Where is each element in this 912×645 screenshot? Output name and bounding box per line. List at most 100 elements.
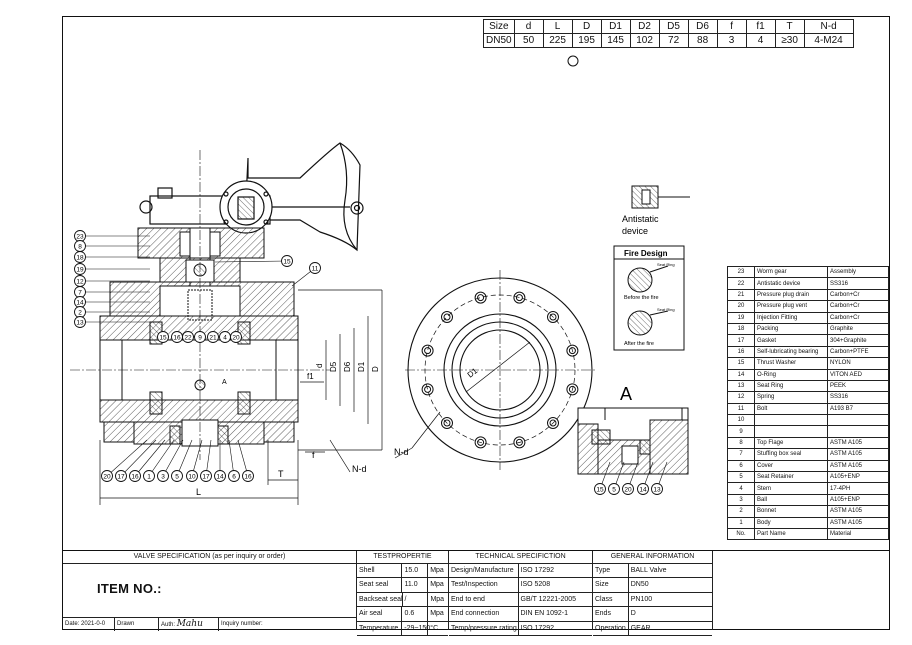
callout-balloon: 13 (74, 316, 150, 328)
callout-balloon: 18 (74, 251, 150, 263)
bolt-hole-inner (443, 419, 451, 427)
balloon-number: 5 (175, 473, 179, 480)
balloon-circle (608, 483, 620, 495)
callout-balloon: 13 (651, 461, 668, 495)
balloon-circle (157, 331, 169, 343)
callout-balloon: 16 (237, 439, 254, 482)
test-unit: Mpa (430, 567, 444, 574)
part-number: 13 (727, 379, 755, 393)
callout-balloon: 17 (115, 439, 157, 482)
part-material: Material (827, 527, 889, 541)
part-name: Pressure plug vent (754, 300, 828, 313)
leader-line (134, 439, 166, 477)
dim-value: 3 (716, 33, 747, 48)
antistatic-label: Antistatic (622, 214, 659, 224)
bolt-hole (566, 344, 579, 357)
dim-d-label: d (315, 364, 324, 368)
balloon-number: 23 (76, 233, 84, 240)
general-value: BALL Valve (630, 567, 667, 574)
bolt-hole (421, 383, 434, 396)
technical-value: DIN EN 1092-1 (520, 610, 568, 618)
test-unit: Mpa (430, 610, 444, 618)
test-title: TESTPROPERTIE (357, 551, 448, 564)
balloon-circle (637, 483, 649, 495)
bolt-hole-inner (549, 419, 557, 427)
part-name: Worm gear (754, 265, 828, 279)
parts-row: 9 (727, 425, 889, 438)
leader-line (214, 260, 288, 263)
part-name: Pressure plug drain (754, 288, 828, 302)
balloon-circle (281, 255, 293, 267)
inquiry-field: Inquiry number: (221, 621, 263, 627)
bolt-hole-inner (515, 294, 523, 302)
leader-line (162, 439, 184, 477)
callout-balloon: 2 (74, 306, 150, 318)
part-name: Bonnet (754, 505, 828, 518)
balloon-circle (207, 331, 219, 343)
part-number: 14 (727, 368, 755, 381)
bolt-hole (513, 436, 526, 449)
part-number: 2 (727, 505, 755, 518)
technical-value: ISO 5208 (520, 581, 551, 589)
general-name: Class (593, 592, 629, 607)
part-material: Carbon+PTFE (827, 345, 889, 359)
balloon-circle (242, 470, 254, 482)
balloon-circle (186, 470, 198, 482)
general-value: DN50 (630, 581, 649, 589)
part-material: ASTM A105 (827, 448, 889, 461)
part-material (827, 414, 889, 427)
part-material: 17-4PH (827, 482, 889, 495)
part-number: 5 (727, 471, 755, 484)
part-material: ASTM A105 (827, 459, 889, 473)
leader-line (106, 439, 148, 477)
callout-balloon: 8 (74, 240, 150, 252)
balloon-number: 13 (76, 319, 84, 326)
test-value: -29~150 (402, 621, 430, 635)
balloon-number: 17 (117, 473, 125, 480)
dim-value: 145 (600, 33, 631, 48)
part-name: Self-lubricating bearing (754, 345, 828, 359)
balloon-number: 12 (76, 278, 84, 285)
part-number: 18 (727, 322, 755, 336)
date-field: Date: 2021-0-0 (63, 618, 115, 631)
test-value: 0.6 (402, 607, 429, 621)
test-name: Shell (357, 564, 403, 578)
bolt-hole-inner (424, 347, 432, 355)
balloon-circle (228, 470, 240, 482)
fire-design-title: Fire Design (624, 249, 668, 258)
balloon-circle (115, 470, 127, 482)
worm-gear-operator (139, 142, 364, 252)
balloon-circle (594, 483, 606, 495)
bolt-hole-inner (424, 385, 432, 393)
part-name: Spring (754, 391, 828, 404)
balloon-number: 15 (159, 334, 167, 341)
balloon-number: 20 (232, 334, 240, 341)
part-number: 23 (727, 265, 755, 279)
technical-name: End connection (449, 607, 519, 621)
balloon-number: 16 (173, 334, 181, 341)
part-material: Assembly (827, 265, 889, 279)
part-name: Bolt (754, 402, 828, 416)
bolt-hole (513, 291, 526, 304)
part-name: Seat Retainer (754, 471, 828, 484)
balloon-circle (194, 331, 206, 343)
callout-balloon: 20 (101, 439, 148, 482)
part-material: ASTM A105 (827, 505, 889, 518)
callout-balloon: 1 (143, 439, 175, 482)
callout-balloon: 11 (291, 262, 321, 287)
general-name: Operation (593, 621, 629, 635)
callout-balloon: 15 (157, 331, 169, 343)
part-material: Carbon+Cr (827, 311, 889, 324)
